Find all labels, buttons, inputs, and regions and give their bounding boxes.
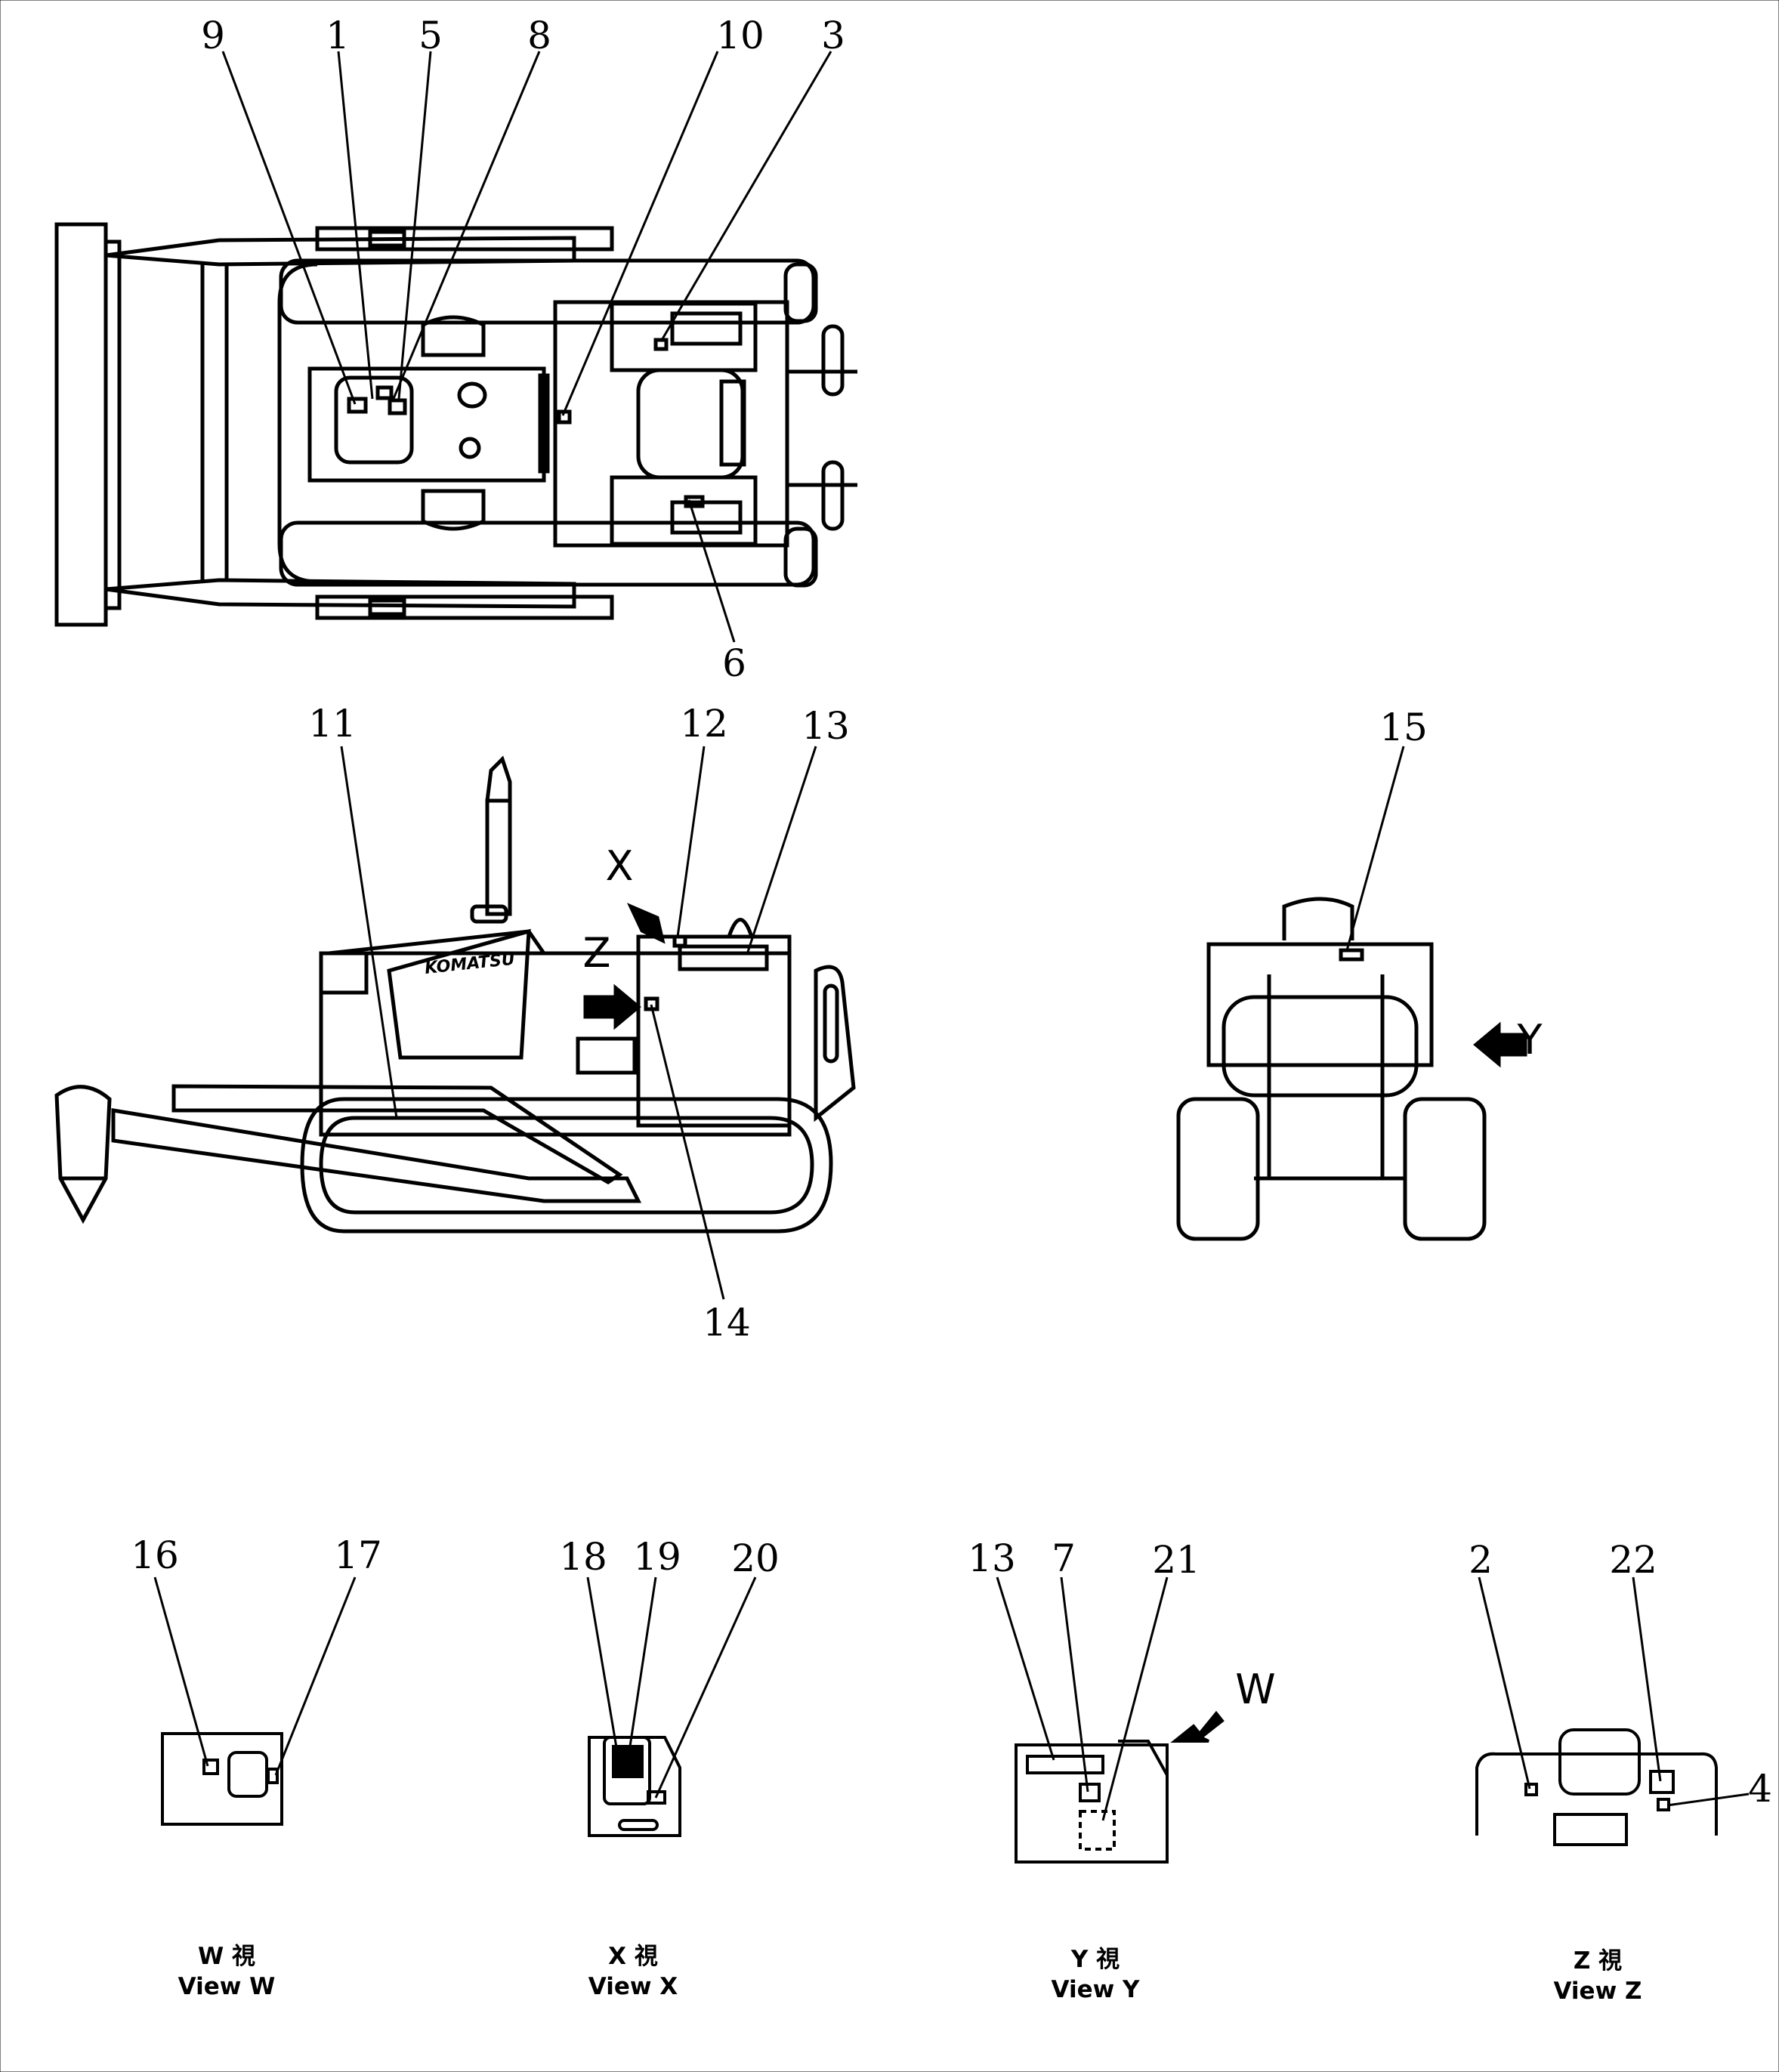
side-view-machine — [54, 755, 856, 1234]
callout-11: 11 — [308, 702, 357, 746]
callout-3: 3 — [821, 14, 845, 57]
top-view-machine — [54, 222, 857, 627]
leader-lines — [153, 51, 1750, 1821]
view-arrow-x-label: X — [606, 842, 634, 890]
view-arrow-w-label: W — [1235, 1666, 1275, 1713]
callout-1: 1 — [326, 14, 350, 57]
caption-view-y: View Y — [1052, 1976, 1141, 2003]
callout-16: 16 — [131, 1533, 179, 1577]
callout-22: 22 — [1609, 1538, 1657, 1582]
callout-20: 20 — [731, 1536, 780, 1580]
caption-view-x-kanji: X 視 — [608, 1943, 658, 1970]
callout-2: 2 — [1469, 1538, 1493, 1582]
callout-12: 12 — [680, 702, 728, 746]
callout-13-view-y: 13 — [968, 1536, 1016, 1580]
callout-10: 10 — [716, 14, 764, 57]
caption-view-w-kanji: W 視 — [198, 1943, 255, 1970]
caption-view-z-kanji: Z 視 — [1574, 1947, 1622, 1975]
view-w-detail — [161, 1732, 283, 1826]
caption-view-x: View X — [588, 1973, 678, 2000]
callout-13: 13 — [801, 704, 850, 748]
callout-5: 5 — [418, 14, 443, 57]
callout-4: 4 — [1748, 1767, 1772, 1811]
callout-9: 9 — [201, 14, 225, 57]
view-x-detail — [588, 1736, 681, 1837]
callout-19: 19 — [633, 1535, 681, 1579]
callout-17: 17 — [334, 1533, 382, 1577]
callout-7: 7 — [1052, 1536, 1076, 1580]
callout-15: 15 — [1379, 706, 1428, 749]
caption-view-z: View Z — [1553, 1978, 1642, 2005]
view-y-detail — [1015, 1710, 1225, 1864]
view-arrow-y-label: Y — [1517, 1016, 1543, 1064]
callout-21: 21 — [1152, 1538, 1200, 1582]
callout-6: 6 — [722, 641, 746, 685]
callout-14: 14 — [703, 1301, 751, 1345]
view-arrow-z-label: Z — [583, 929, 611, 977]
callout-8: 8 — [527, 14, 551, 57]
view-z-detail — [1475, 1728, 1718, 1846]
caption-view-w: View W — [178, 1973, 276, 2000]
rear-view-machine — [1176, 897, 1527, 1241]
callout-18: 18 — [559, 1535, 607, 1579]
caption-view-y-kanji: Y 視 — [1070, 1946, 1120, 1973]
